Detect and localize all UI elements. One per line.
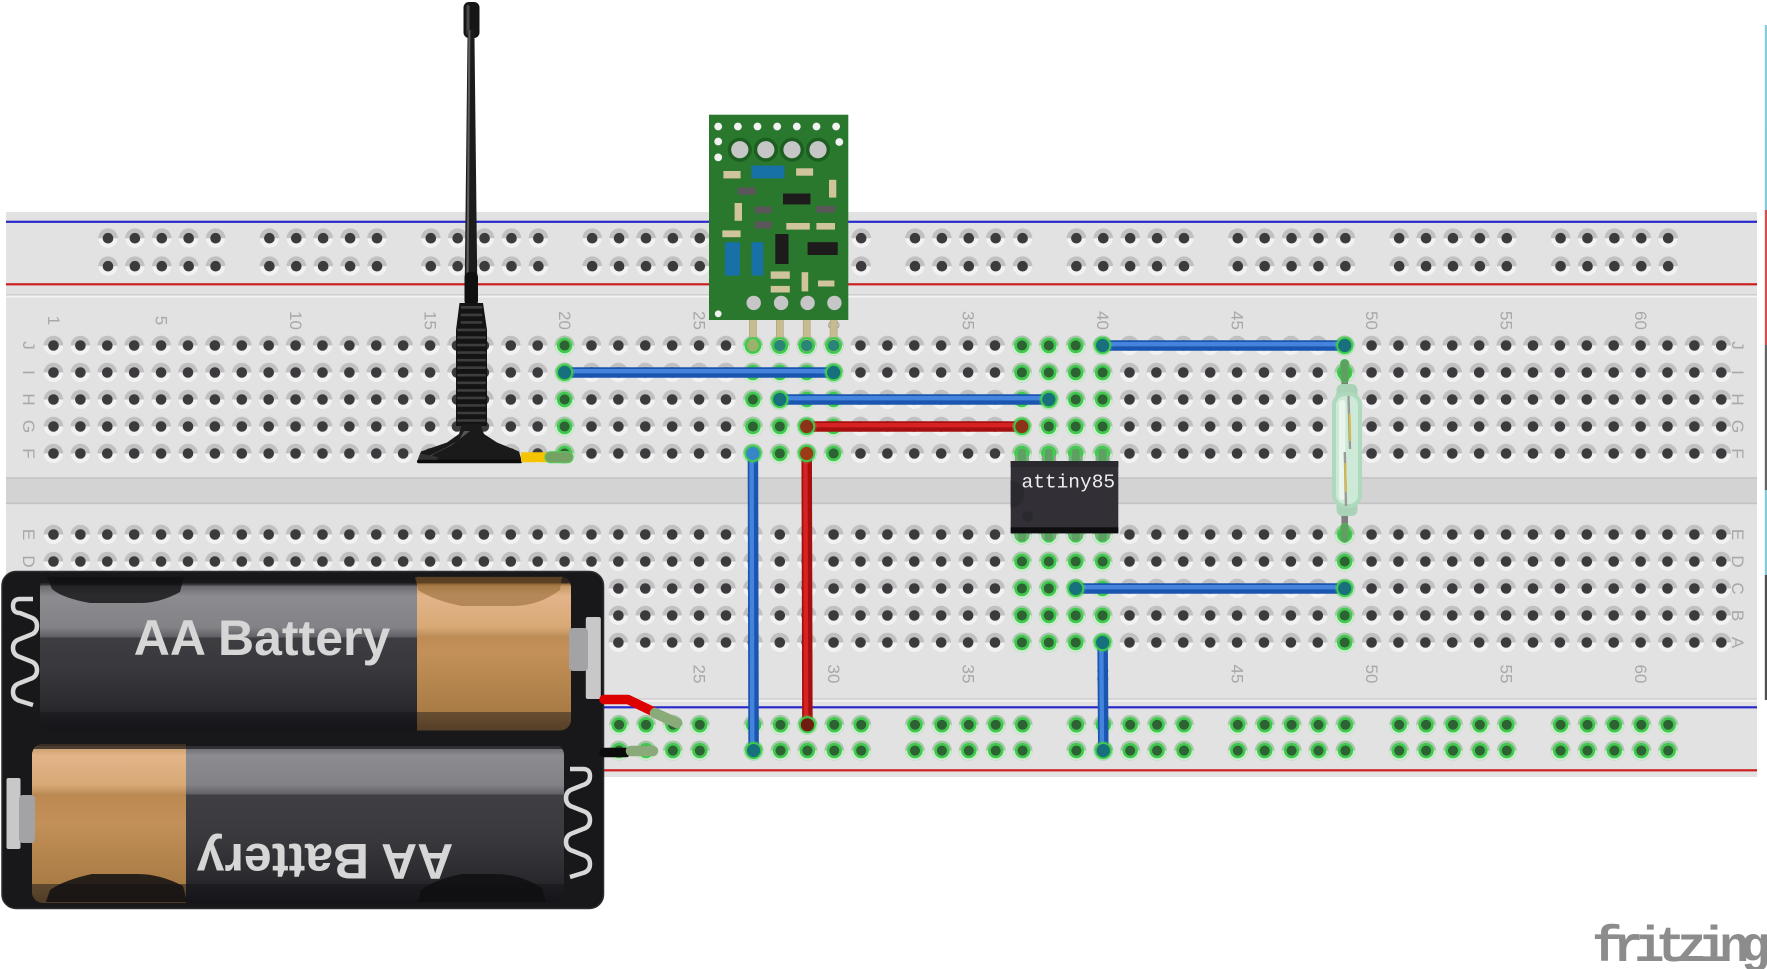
svg-text:60: 60 [1631, 311, 1650, 330]
svg-text:40: 40 [1093, 311, 1112, 330]
svg-text:J: J [19, 341, 38, 350]
svg-text:G: G [1728, 420, 1747, 433]
svg-text:F: F [1728, 448, 1747, 458]
svg-text:35: 35 [959, 311, 978, 330]
svg-text:C: C [1728, 582, 1747, 594]
svg-text:25: 25 [690, 665, 709, 684]
svg-text:45: 45 [1228, 311, 1247, 330]
svg-text:H: H [19, 393, 38, 405]
svg-text:E: E [19, 529, 38, 540]
svg-text:10: 10 [286, 311, 305, 330]
svg-text:D: D [19, 555, 38, 567]
svg-text:I: I [19, 370, 38, 375]
svg-text:G: G [19, 420, 38, 433]
svg-text:50: 50 [1362, 665, 1381, 684]
svg-text:25: 25 [690, 311, 709, 330]
svg-text:B: B [1728, 610, 1747, 621]
svg-text:AA Battery: AA Battery [134, 610, 391, 666]
svg-text:5: 5 [152, 316, 171, 325]
svg-text:D: D [1728, 555, 1747, 567]
svg-text:attiny85: attiny85 [1022, 472, 1116, 494]
svg-text:45: 45 [1228, 665, 1247, 684]
svg-text:15: 15 [421, 311, 440, 330]
svg-text:A: A [1728, 637, 1747, 649]
svg-text:fritzing: fritzing [1592, 920, 1767, 969]
svg-text:1: 1 [44, 316, 63, 325]
svg-text:55: 55 [1497, 665, 1516, 684]
svg-text:55: 55 [1497, 311, 1516, 330]
svg-text:20: 20 [555, 311, 574, 330]
svg-text:30: 30 [824, 665, 843, 684]
svg-text:J: J [1728, 341, 1747, 350]
svg-text:50: 50 [1362, 311, 1381, 330]
svg-text:60: 60 [1631, 665, 1650, 684]
svg-text:H: H [1728, 393, 1747, 405]
svg-text:35: 35 [959, 665, 978, 684]
svg-text:E: E [1728, 529, 1747, 540]
svg-text:I: I [1728, 370, 1747, 375]
svg-text:F: F [19, 448, 38, 458]
svg-text:AA Battery: AA Battery [197, 833, 454, 889]
